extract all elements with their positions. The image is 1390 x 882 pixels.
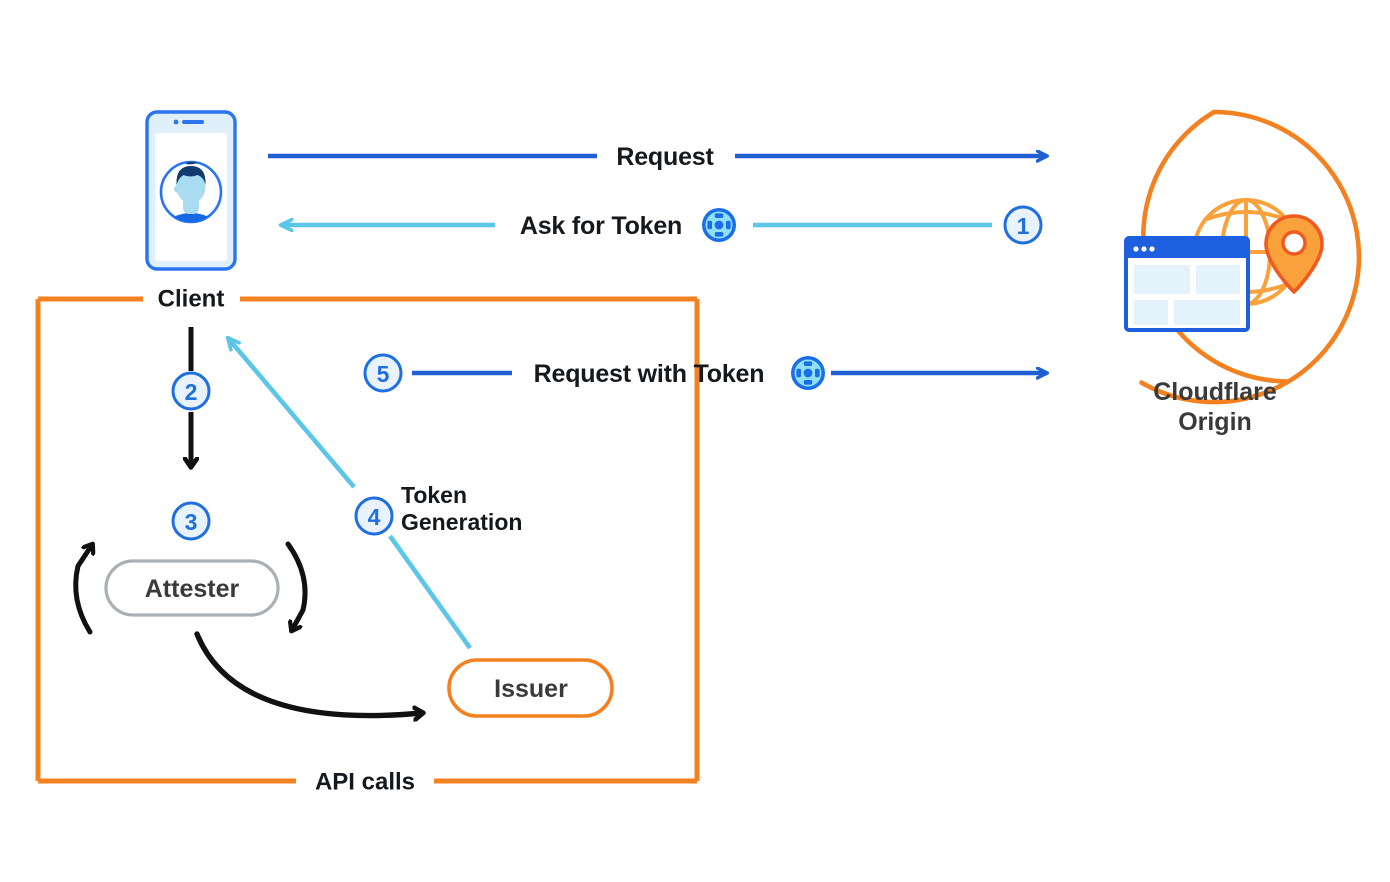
badge-3: 3 bbox=[171, 501, 211, 541]
client-device-icon bbox=[145, 110, 237, 271]
token-icon bbox=[702, 208, 736, 242]
badge-4-value: 4 bbox=[368, 504, 381, 530]
group-box-bottom-label: API calls bbox=[315, 769, 415, 796]
badge-2-value: 2 bbox=[185, 379, 198, 405]
flow-ask-for-token: Ask for Token 1 bbox=[281, 205, 1043, 245]
phone-camera-dot bbox=[173, 119, 179, 125]
flow-request-with-token-label: Request with Token bbox=[534, 360, 765, 388]
badge-4: 4 bbox=[354, 496, 394, 536]
flow-request-label: Request bbox=[616, 143, 714, 171]
badge-2: 2 bbox=[171, 371, 211, 411]
flow-ask-for-token-label: Ask for Token bbox=[520, 212, 682, 240]
phone-avatar bbox=[159, 160, 223, 224]
badge-5-value: 5 bbox=[377, 361, 390, 387]
token-generation-line-lower bbox=[388, 534, 472, 650]
attester-label: Attester bbox=[145, 575, 240, 603]
flow-request-with-token: 5 Request with Token bbox=[363, 353, 1047, 393]
origin-label-line1: Cloudflare bbox=[1153, 378, 1277, 406]
browser-window-icon bbox=[1124, 236, 1250, 332]
badge-3-value: 3 bbox=[185, 509, 198, 535]
group-box-top-label: Client bbox=[158, 286, 225, 313]
attester-to-issuer-curve bbox=[194, 631, 422, 716]
badge-1: 1 bbox=[1003, 205, 1043, 245]
location-pin-icon bbox=[1264, 214, 1324, 294]
attester-loop-left-arrow bbox=[73, 545, 92, 635]
flow-request: Request bbox=[268, 143, 1047, 171]
token-generation-label-line2: Generation bbox=[401, 509, 522, 535]
token-generation-label-line1: Token bbox=[401, 482, 467, 508]
attester-loop-arrows bbox=[73, 541, 308, 635]
client-group-box: Client API calls bbox=[35, 286, 700, 796]
cloudflare-origin-node: Cloudflare Origin bbox=[1124, 109, 1362, 436]
issuer-node: Issuer bbox=[447, 658, 614, 718]
origin-ring bbox=[1139, 109, 1362, 405]
attester-pill bbox=[104, 559, 280, 617]
attester-loop-right-arrow bbox=[285, 541, 308, 630]
origin-label-line2: Origin bbox=[1178, 408, 1252, 436]
token-generation-line-upper bbox=[228, 338, 356, 489]
issuer-label: Issuer bbox=[494, 675, 568, 703]
flow-attester-to-issuer bbox=[194, 631, 422, 716]
badge-1-value: 1 bbox=[1017, 213, 1030, 239]
issuer-pill bbox=[447, 658, 614, 718]
phone-speaker bbox=[182, 120, 204, 124]
attester-node: Attester bbox=[104, 559, 280, 617]
flow-client-to-attester: 2 bbox=[171, 327, 211, 466]
badge-5: 5 bbox=[363, 353, 403, 393]
flow-token-generation: 4 Token Generation bbox=[228, 338, 522, 650]
token-icon-2 bbox=[791, 356, 825, 390]
